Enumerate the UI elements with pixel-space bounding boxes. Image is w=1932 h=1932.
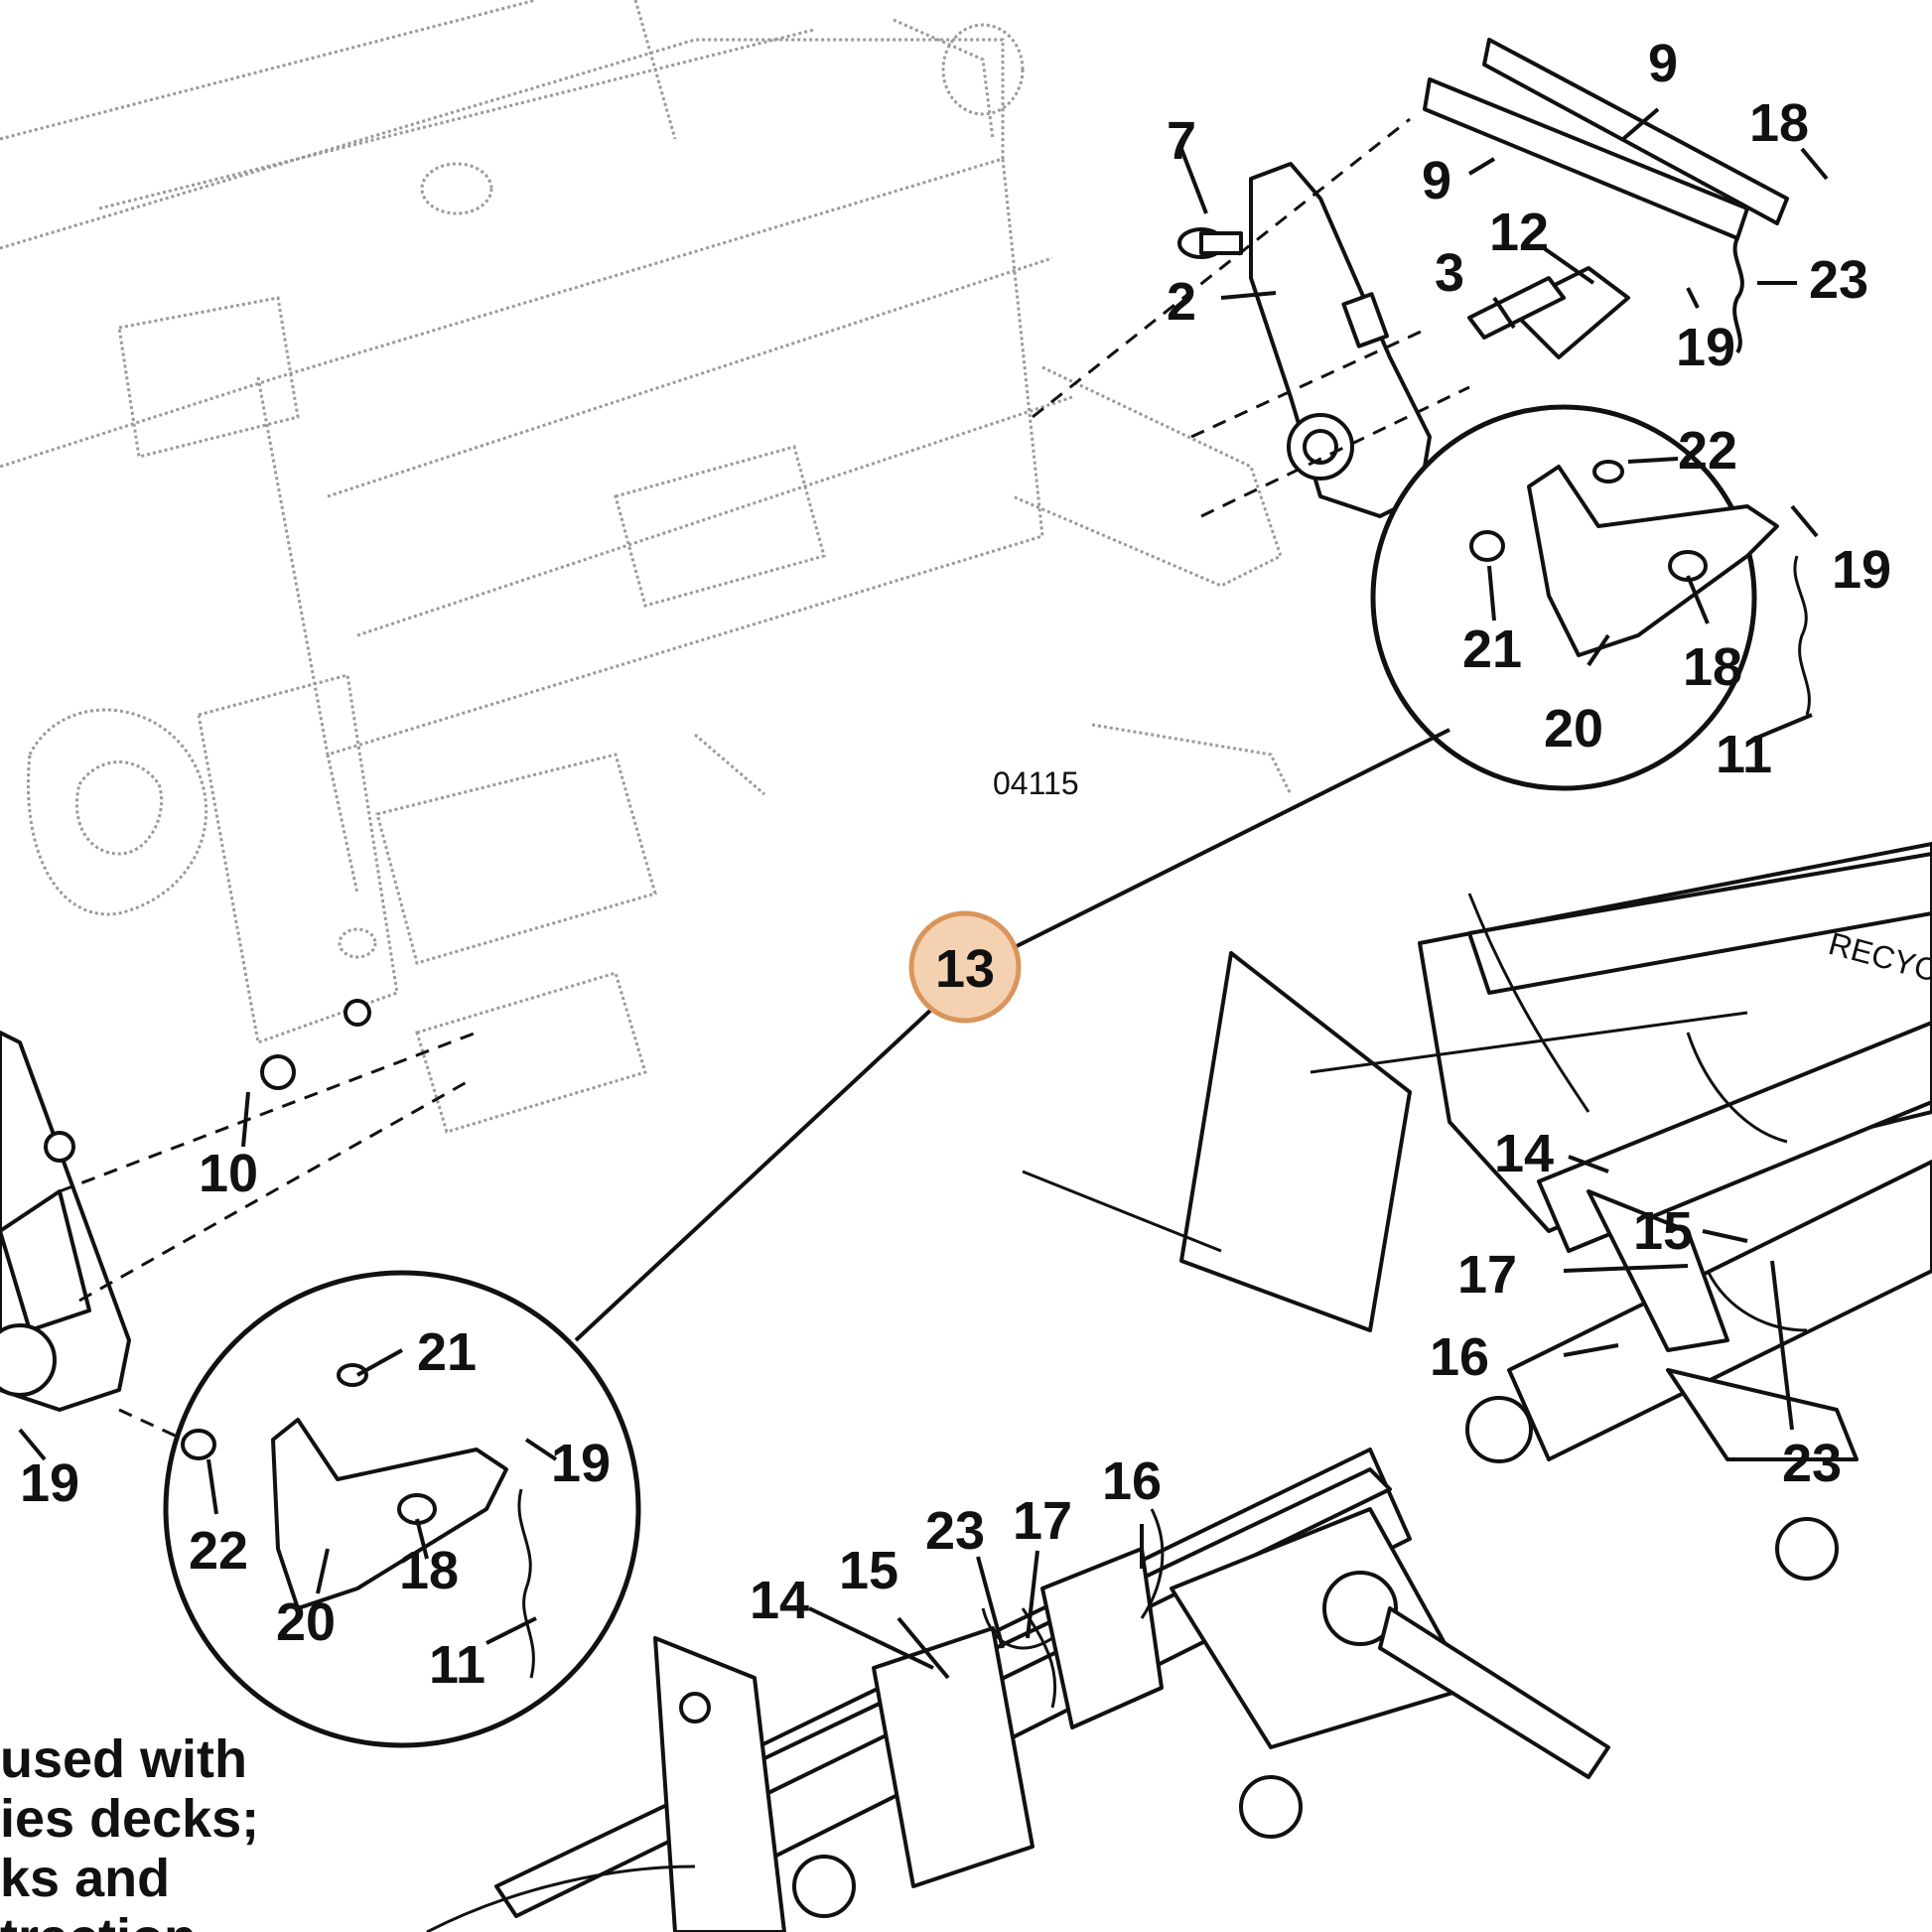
detail-circle-right: [1370, 404, 1811, 791]
callout-11: 11: [1716, 725, 1772, 784]
callout-13: 13: [935, 939, 995, 999]
callout-9: 9: [1648, 34, 1678, 93]
callout-21: 21: [417, 1322, 477, 1382]
cutting-deck: RECYCLER: [426, 842, 1932, 1932]
callout-18: 18: [399, 1541, 459, 1600]
background-frame-outline: [0, 0, 1293, 1134]
left-linkage: [0, 999, 478, 1471]
callout-11: 11: [429, 1635, 485, 1695]
callout-15: 15: [1633, 1201, 1693, 1261]
callout-17: 17: [1013, 1491, 1072, 1551]
callout-22: 22: [189, 1521, 248, 1581]
footnote: used with ies decks; ks and traction: [0, 1729, 259, 1932]
callout-3: 3: [1435, 243, 1464, 303]
callout-17: 17: [1457, 1245, 1517, 1305]
callout-labels: 7 9 9 18 2 12 3 23 19 22 19 21 18 20 11 …: [20, 34, 1891, 1695]
callout-19: 19: [20, 1453, 79, 1513]
callout-23: 23: [1809, 250, 1868, 310]
callout-15: 15: [839, 1541, 898, 1600]
footnote-line-1: used with: [0, 1729, 247, 1789]
callout-23: 23: [1782, 1434, 1842, 1493]
callout-20: 20: [276, 1592, 336, 1652]
callout-14: 14: [750, 1571, 809, 1630]
callout-18: 18: [1749, 93, 1809, 153]
drawing-number: 04115: [993, 765, 1079, 801]
callout-10: 10: [199, 1144, 258, 1203]
callout-13-highlight[interactable]: 13: [908, 910, 1022, 1024]
callout-16: 16: [1430, 1327, 1489, 1387]
callout-22: 22: [1678, 421, 1737, 481]
callout-9: 9: [1422, 151, 1451, 210]
callout-18: 18: [1683, 637, 1742, 697]
callout-19: 19: [1676, 318, 1735, 377]
callout-21: 21: [1462, 620, 1522, 679]
footnote-line-3: ks and: [0, 1849, 170, 1908]
upper-right-linkage: [1032, 38, 1789, 518]
callout-14: 14: [1494, 1124, 1554, 1183]
callout-19: 19: [1832, 540, 1891, 600]
callout-12: 12: [1489, 203, 1549, 262]
detail-circle-left: [163, 1270, 641, 1748]
callout-20: 20: [1544, 699, 1603, 759]
footnote-line-4: traction: [0, 1908, 197, 1932]
callout-19: 19: [551, 1434, 611, 1493]
leader-lines: [18, 107, 1829, 1680]
callout-16: 16: [1102, 1451, 1162, 1511]
callout-23: 23: [925, 1501, 985, 1561]
callout-7: 7: [1167, 111, 1196, 171]
callout-2: 2: [1167, 272, 1196, 332]
footnote-line-2: ies decks;: [0, 1789, 259, 1849]
